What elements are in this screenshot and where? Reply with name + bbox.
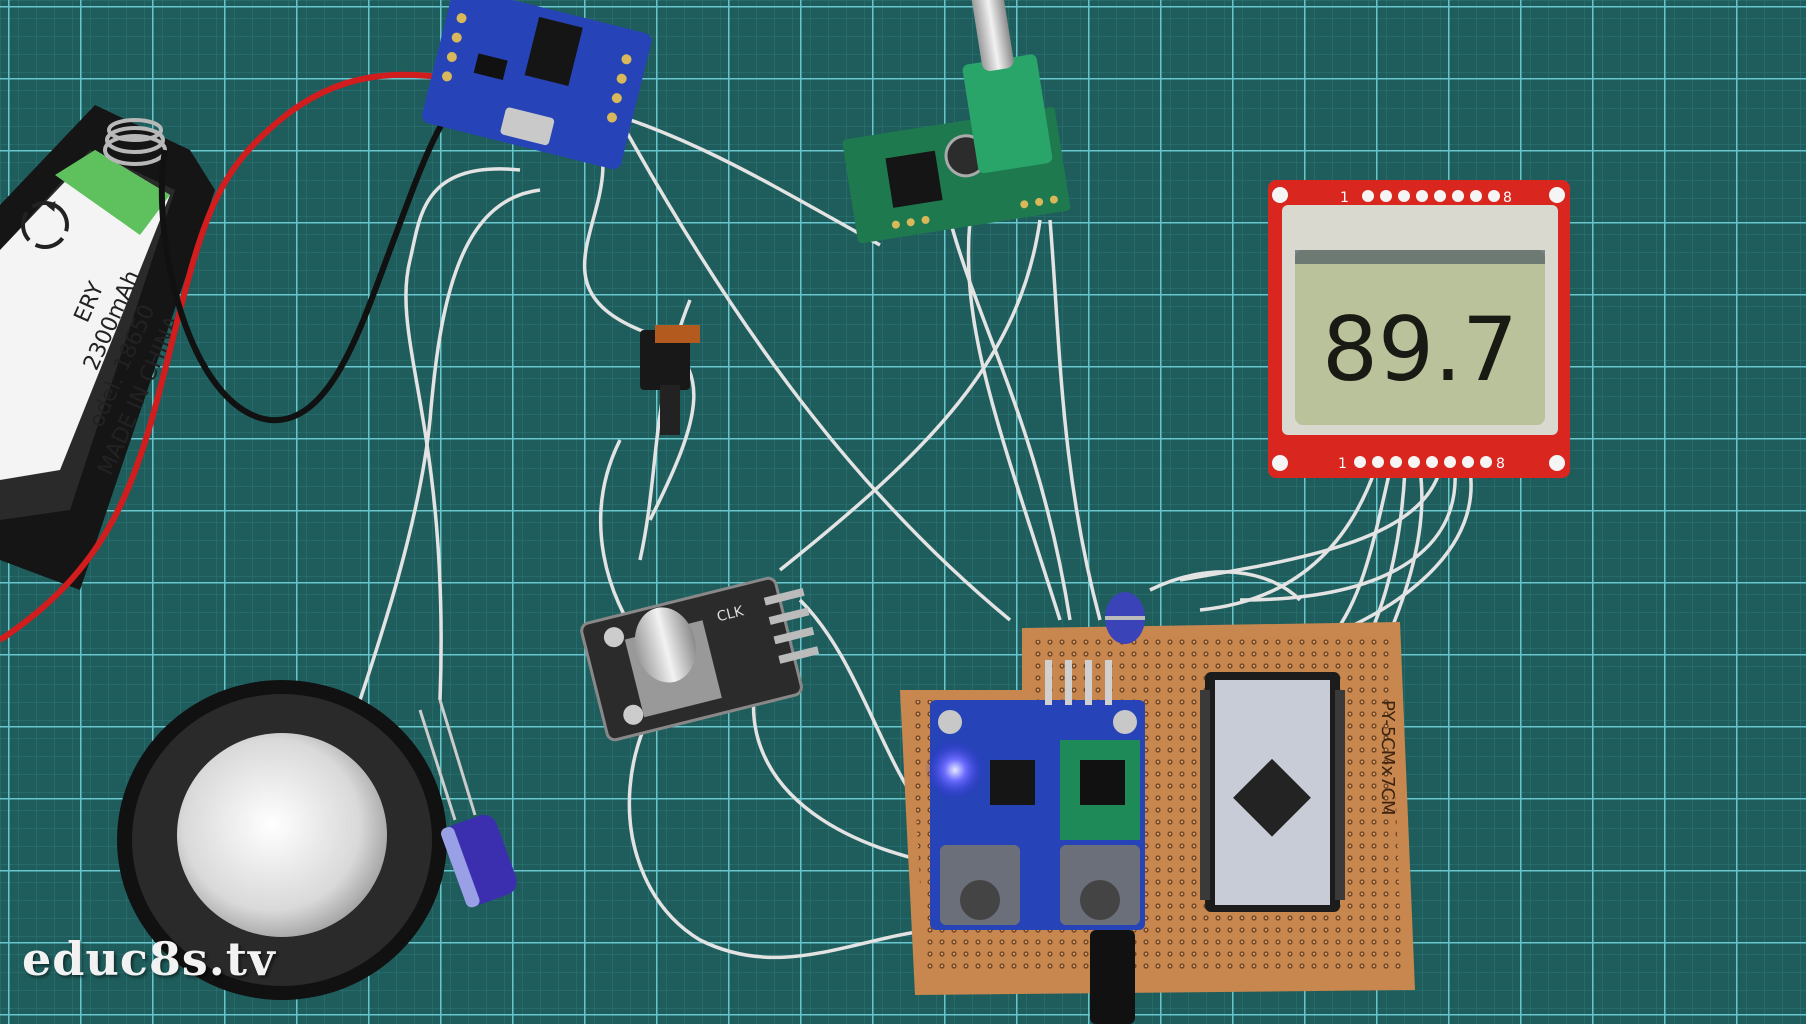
encoder-pin-label: CLK [715,603,746,625]
encoder-knob [634,607,696,683]
battery-wrap-green [55,150,170,235]
amplifier-module-board [842,0,1071,244]
audio-jack-left [940,845,1020,925]
speaker-cone [177,733,387,937]
speaker [117,680,447,1000]
lcd-top-pin-end: 8 [1503,190,1512,206]
protoboard-label: PY-5CMx7CM [1377,700,1398,816]
lcd-top-pins [1362,190,1500,202]
battery-black-wire [158,87,472,424]
capacitor [418,699,517,908]
header-pins [1045,660,1112,705]
lcd-top-pin-start: 1 [1340,190,1349,206]
watermark: educ8s.tv [22,932,276,986]
lcd-frequency-readout: 89.7 [1322,298,1518,401]
recycle-icon [21,201,69,249]
jumper-connector [640,325,700,435]
lcd-screen [1295,250,1545,425]
fm-radio-module [925,660,1145,1024]
potentiometer-shaft [969,0,1014,71]
microcontroller-board [1200,672,1345,912]
battery-cell [0,150,170,480]
lcd-bottom-pins [1354,456,1492,468]
lcd-bottom-pin-end: 8 [1496,456,1505,472]
lcd-bottom-pin-start: 1 [1338,456,1347,472]
battery-red-wire [0,71,461,643]
audio-jack-right [1060,845,1140,925]
status-led [925,740,985,800]
wifi-module-board [422,0,652,170]
rotary-encoder: CLK [580,576,820,742]
lcd-module: 89.7 1 8 1 8 [1268,180,1570,478]
small-capacitor [1105,592,1145,644]
